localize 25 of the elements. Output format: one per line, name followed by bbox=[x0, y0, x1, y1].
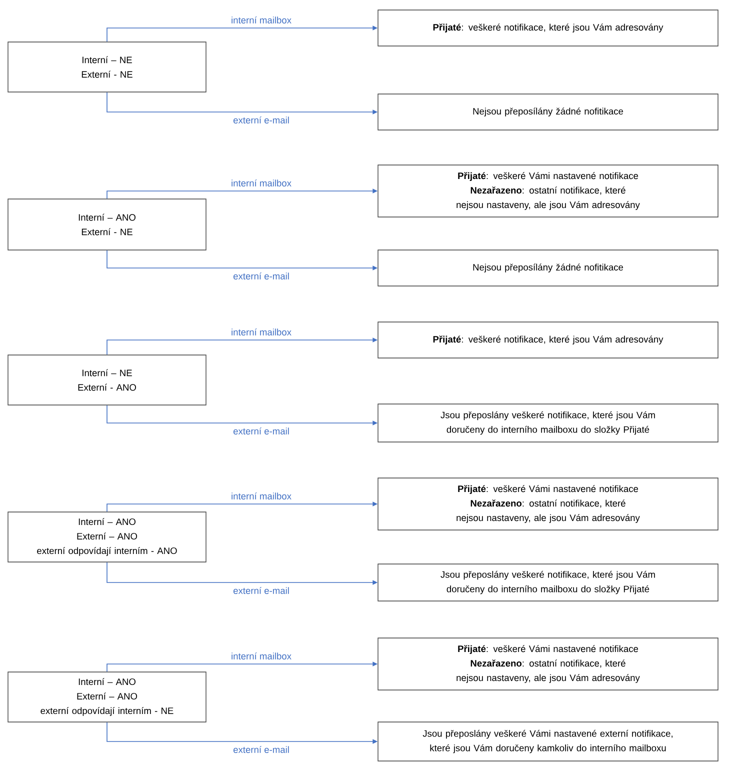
result-box: Přijaté: veškeré notifikace, které jsou Vám adresovány bbox=[378, 322, 718, 358]
result-box: Jsou přeposlány veškeré Vámi nastavené externí notifikace, které jsou Vám doručeny kamkoliv do interního mailboxu bbox=[378, 722, 718, 762]
edge-label: externí e-mail bbox=[234, 116, 289, 124]
condition-box: Interní – ANO Externí - NE bbox=[8, 198, 206, 250]
result-box: Přijaté: veškeré notifikace, které jsou Vám adresovány bbox=[378, 10, 718, 46]
edge-label: externí e-mail bbox=[234, 587, 289, 594]
edge-label: externí e-mail bbox=[234, 746, 289, 753]
result-box: Přijaté: veškeré Vámi nastavené notifikace Nezařazeno: ostatní notifikace, které nejsou nastaveny, ale jsou Vám adresovány bbox=[378, 164, 718, 218]
condition-box: Interní – ANO Externí – ANO externí odpovídají interním - ANO bbox=[8, 512, 206, 562]
edge-label: interní mailbox bbox=[232, 180, 292, 186]
result-box: Přijaté: veškeré Vámi nastavené notifikace Nezařazeno: ostatní notifikace, které nejsou nastaveny, ale jsou Vám adresovány bbox=[378, 478, 718, 530]
result-box: Nejsou přeposílány žádné nofitikace bbox=[378, 250, 718, 286]
condition-box: Interní – ANO Externí – ANO externí odpovídají interním - NE bbox=[8, 672, 206, 722]
edge-label: interní mailbox bbox=[232, 492, 292, 500]
result-box: Nejsou přeposílány žádné nofitikace bbox=[378, 94, 718, 130]
result-box: Jsou přeposlány veškeré notifikace, které jsou Vám doručeny do interního mailboxu do složky Přijaté bbox=[378, 564, 718, 602]
edge-label: externí e-mail bbox=[234, 272, 289, 280]
edge-label: interní mailbox bbox=[232, 328, 292, 336]
result-box: Jsou přeposlány veškeré notifikace, které jsou Vám doručeny do interního mailboxu do složky Přijaté bbox=[378, 404, 718, 442]
result-box: Přijaté: veškeré Vámi nastavené notifikace Nezařazeno: ostatní notifikace, které nejsou nastaveny, ale jsou Vám adresovány bbox=[378, 638, 718, 690]
edge-label: externí e-mail bbox=[234, 428, 289, 434]
edge-label: interní mailbox bbox=[232, 16, 292, 24]
condition-box: Interní – NE Externí - NE bbox=[8, 42, 206, 92]
edge-label: interní mailbox bbox=[232, 652, 292, 660]
condition-box: Interní – NE Externí - ANO bbox=[8, 354, 206, 406]
